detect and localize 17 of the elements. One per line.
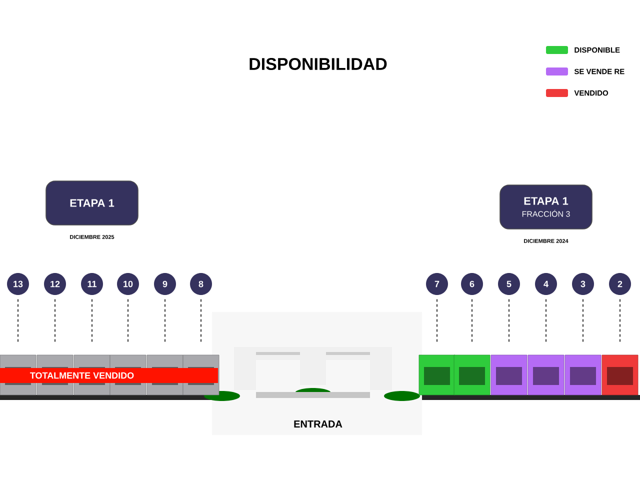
leader-line	[54, 298, 56, 344]
house-block	[418, 354, 456, 396]
house-block	[564, 354, 602, 396]
stage-badge: ETAPA 1	[46, 180, 138, 226]
leader-line	[582, 298, 584, 344]
house-block	[528, 354, 564, 396]
entrance-label: ENTRADA	[294, 420, 342, 428]
stage-badge: ETAPA 1 FRACCIÓN 3	[500, 184, 592, 230]
leader-line	[200, 298, 202, 344]
house-block	[490, 354, 528, 396]
leader-line	[436, 298, 438, 344]
title: DISPONIBILIDAD	[250, 58, 387, 70]
house-block	[454, 354, 490, 396]
house-block	[602, 354, 638, 396]
leader-line	[164, 298, 166, 344]
leader-line	[508, 298, 510, 344]
sold-banner: TOTALMENTE VENDIDO	[0, 368, 218, 383]
